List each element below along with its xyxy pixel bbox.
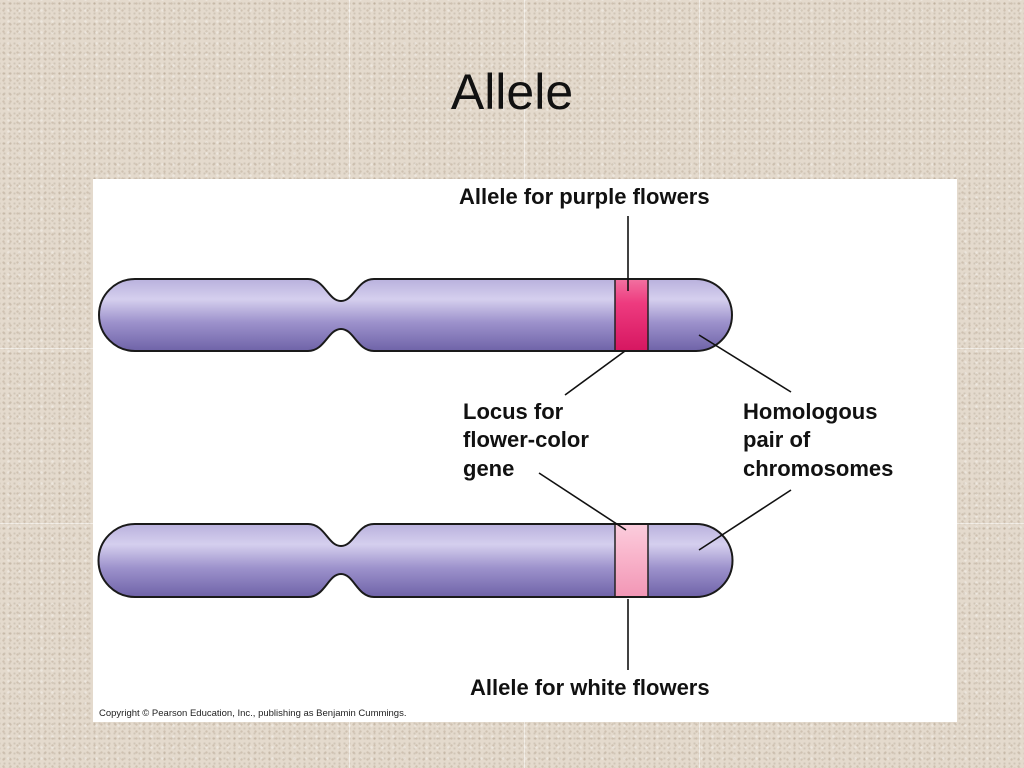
- label-allele-white: Allele for white flowers: [470, 675, 710, 700]
- copyright-notice: Copyright © Pearson Education, Inc., pub…: [99, 708, 406, 719]
- leader-locus-bottom: [538, 472, 627, 531]
- chromosome-diagram: Allele for purple flowers Locus for flow…: [97, 184, 893, 719]
- label-locus-line3: gene: [463, 456, 514, 481]
- white-allele-band: [615, 524, 648, 597]
- label-homologous-line1: Homologous: [743, 399, 877, 424]
- chromosome-bottom: [97, 523, 734, 598]
- slide-title: Allele: [450, 64, 574, 120]
- label-homologous-line2: pair of: [743, 427, 811, 452]
- purple-allele-band: [615, 279, 648, 351]
- diagram-panel: Allele for purple flowers Locus for flow…: [93, 179, 957, 722]
- label-locus-line2: flower-color: [463, 427, 589, 452]
- label-locus-line1: Locus for: [463, 399, 564, 424]
- chromosome-top: [98, 278, 733, 352]
- leader-locus-top: [564, 350, 626, 396]
- leader-homologous-top: [698, 334, 792, 393]
- label-allele-purple: Allele for purple flowers: [459, 184, 710, 209]
- label-homologous-line3: chromosomes: [743, 456, 893, 481]
- leader-homologous-bottom: [698, 489, 792, 551]
